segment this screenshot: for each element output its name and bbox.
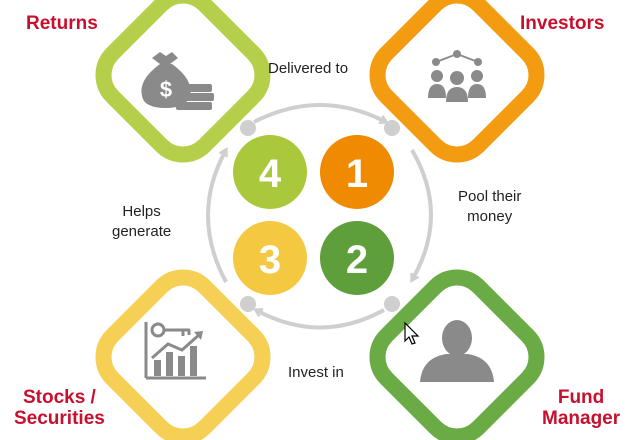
edge-label-delivered-to: Delivered to xyxy=(268,60,349,77)
step-number-4: 4 xyxy=(259,152,282,196)
chart-key-icon xyxy=(144,322,206,380)
node-fund-manager: 2 xyxy=(320,221,545,440)
title-fund-manager: Fund Manager xyxy=(542,387,621,429)
edge-label-pool-money: Pool their money xyxy=(458,188,522,225)
person-silhouette-icon xyxy=(420,320,494,382)
step-number-2: 2 xyxy=(346,238,368,282)
node-returns: $ 4 xyxy=(95,0,307,209)
node-stocks: 3 xyxy=(95,221,307,440)
people-network-icon xyxy=(428,50,486,102)
edge-label-invest-in: Invest in xyxy=(288,364,344,381)
arrow-invest-in xyxy=(256,310,385,330)
arrow-helps-generate xyxy=(206,150,226,283)
title-returns: Returns xyxy=(26,13,98,34)
step-number-1: 1 xyxy=(346,152,368,196)
money-bag-icon: $ xyxy=(141,52,214,110)
title-investors: Investors xyxy=(520,13,605,34)
mouse-cursor-icon xyxy=(404,321,420,345)
node-investors: 1 xyxy=(320,0,545,209)
arrow-delivered-to xyxy=(253,103,386,122)
step-number-3: 3 xyxy=(259,238,281,282)
title-stocks-securities: Stocks / Securities xyxy=(14,387,105,429)
svg-text:$: $ xyxy=(160,77,172,102)
arrow-pool-money xyxy=(410,148,433,280)
edge-label-helps-generate: Helps generate xyxy=(112,203,172,240)
